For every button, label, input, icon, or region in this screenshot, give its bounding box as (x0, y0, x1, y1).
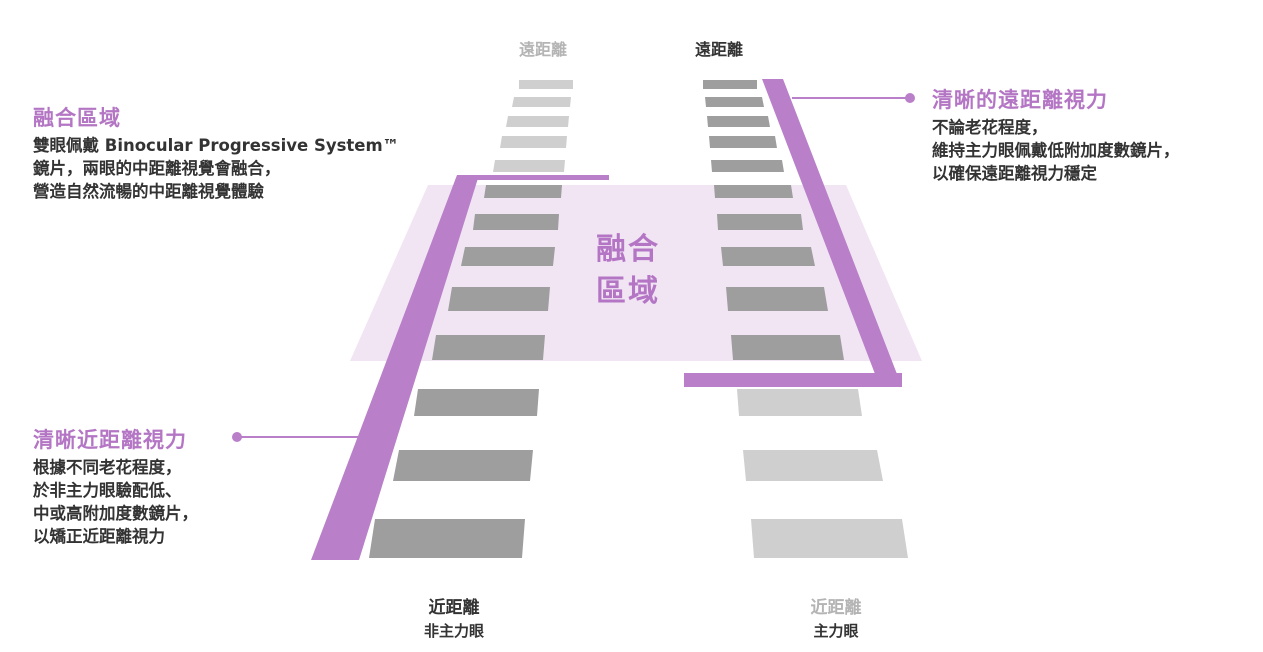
right-lens-bar (714, 185, 793, 198)
near-callout-line: 於非主力眼驗配低、 (33, 481, 182, 500)
fusion-callout-title: 融合區域 (33, 106, 121, 130)
right-lens-bar (731, 335, 844, 360)
right-lens-bar (726, 287, 828, 311)
top-left-label: 遠距離 (519, 40, 568, 59)
fusion-zone-label-line2: 區域 (596, 274, 660, 309)
right-lens-bar (707, 116, 770, 127)
fusion-callout-line: 雙眼佩戴 Binocular Progressive System™ (33, 136, 400, 155)
left-lens-bar (506, 116, 569, 127)
left-lens-bar (448, 287, 550, 311)
near-vision-band (311, 175, 479, 560)
left-lens-bar (461, 247, 555, 266)
bottom-right-sublabel: 主力眼 (813, 622, 859, 640)
near-callout: 清晰近距離視力 根據不同老花程度， 於非主力眼驗配低、 中或高附加度數鏡片， 以… (33, 424, 198, 548)
top-right-label: 遠距離 (695, 40, 744, 59)
fusion-callout: 融合區域 雙眼佩戴 Binocular Progressive System™ … (33, 102, 399, 203)
left-eye-bars (369, 80, 573, 558)
far-callout-line: 不論老花程度， (932, 118, 1048, 137)
far-callout-body: 不論老花程度， 維持主力眼佩戴低附加度數鏡片， 以確保遠距離視力穩定 (932, 116, 1180, 185)
left-lens-bar (493, 160, 565, 172)
far-vision-band (762, 79, 902, 387)
near-callout-dot (232, 432, 242, 442)
right-lens-bar (751, 519, 908, 558)
left-lens-bar (473, 214, 559, 230)
near-callout-title: 清晰近距離視力 (33, 428, 187, 452)
fusion-top-bar (457, 175, 609, 180)
fusion-bottom-bar (684, 373, 902, 387)
left-lens-bar (519, 80, 573, 89)
far-callout: 清晰的遠距離視力 不論老花程度， 維持主力眼佩戴低附加度數鏡片， 以確保遠距離視… (932, 84, 1180, 185)
right-lens-bar (709, 136, 777, 148)
right-lens-bar (721, 247, 815, 266)
left-lens-bar (414, 389, 539, 416)
left-lens-bar (484, 185, 562, 198)
fusion-callout-body: 雙眼佩戴 Binocular Progressive System™ 鏡片，兩眼… (33, 134, 399, 203)
near-callout-line: 中或高附加度數鏡片， (33, 504, 198, 523)
far-callout-title: 清晰的遠距離視力 (932, 88, 1108, 112)
far-callout-line: 維持主力眼佩戴低附加度數鏡片， (932, 141, 1180, 160)
bottom-right-label: 近距離 (810, 598, 862, 618)
bottom-left-sublabel: 非主力眼 (423, 622, 484, 640)
right-lens-bar (711, 160, 784, 172)
near-callout-line: 根據不同老花程度， (33, 458, 182, 477)
right-lens-bar (717, 214, 803, 230)
right-eye-bars (703, 80, 908, 558)
fusion-zone-label: 融合 區域 (596, 229, 660, 313)
fusion-callout-line: 營造自然流暢的中距離視覺體驗 (33, 182, 264, 201)
bottom-left-label: 近距離 (428, 598, 480, 618)
far-callout-dot (905, 93, 915, 103)
left-lens-bar (512, 97, 571, 107)
right-lens-bar (703, 80, 757, 89)
left-lens-bar (369, 519, 525, 558)
far-callout-line: 以確保遠距離視力穩定 (932, 164, 1097, 183)
near-callout-line: 以矯正近距離視力 (33, 527, 165, 546)
fusion-callout-line: 鏡片，兩眼的中距離視覺會融合， (33, 159, 281, 178)
left-lens-bar (432, 335, 545, 360)
near-callout-body: 根據不同老花程度， 於非主力眼驗配低、 中或高附加度數鏡片， 以矯正近距離視力 (33, 456, 198, 548)
right-lens-bar (743, 450, 883, 481)
right-lens-bar (705, 97, 764, 107)
right-lens-bar (737, 389, 862, 416)
left-lens-bar (393, 450, 533, 481)
fusion-zone-label-line1: 融合 (596, 232, 660, 267)
left-lens-bar (500, 136, 567, 148)
